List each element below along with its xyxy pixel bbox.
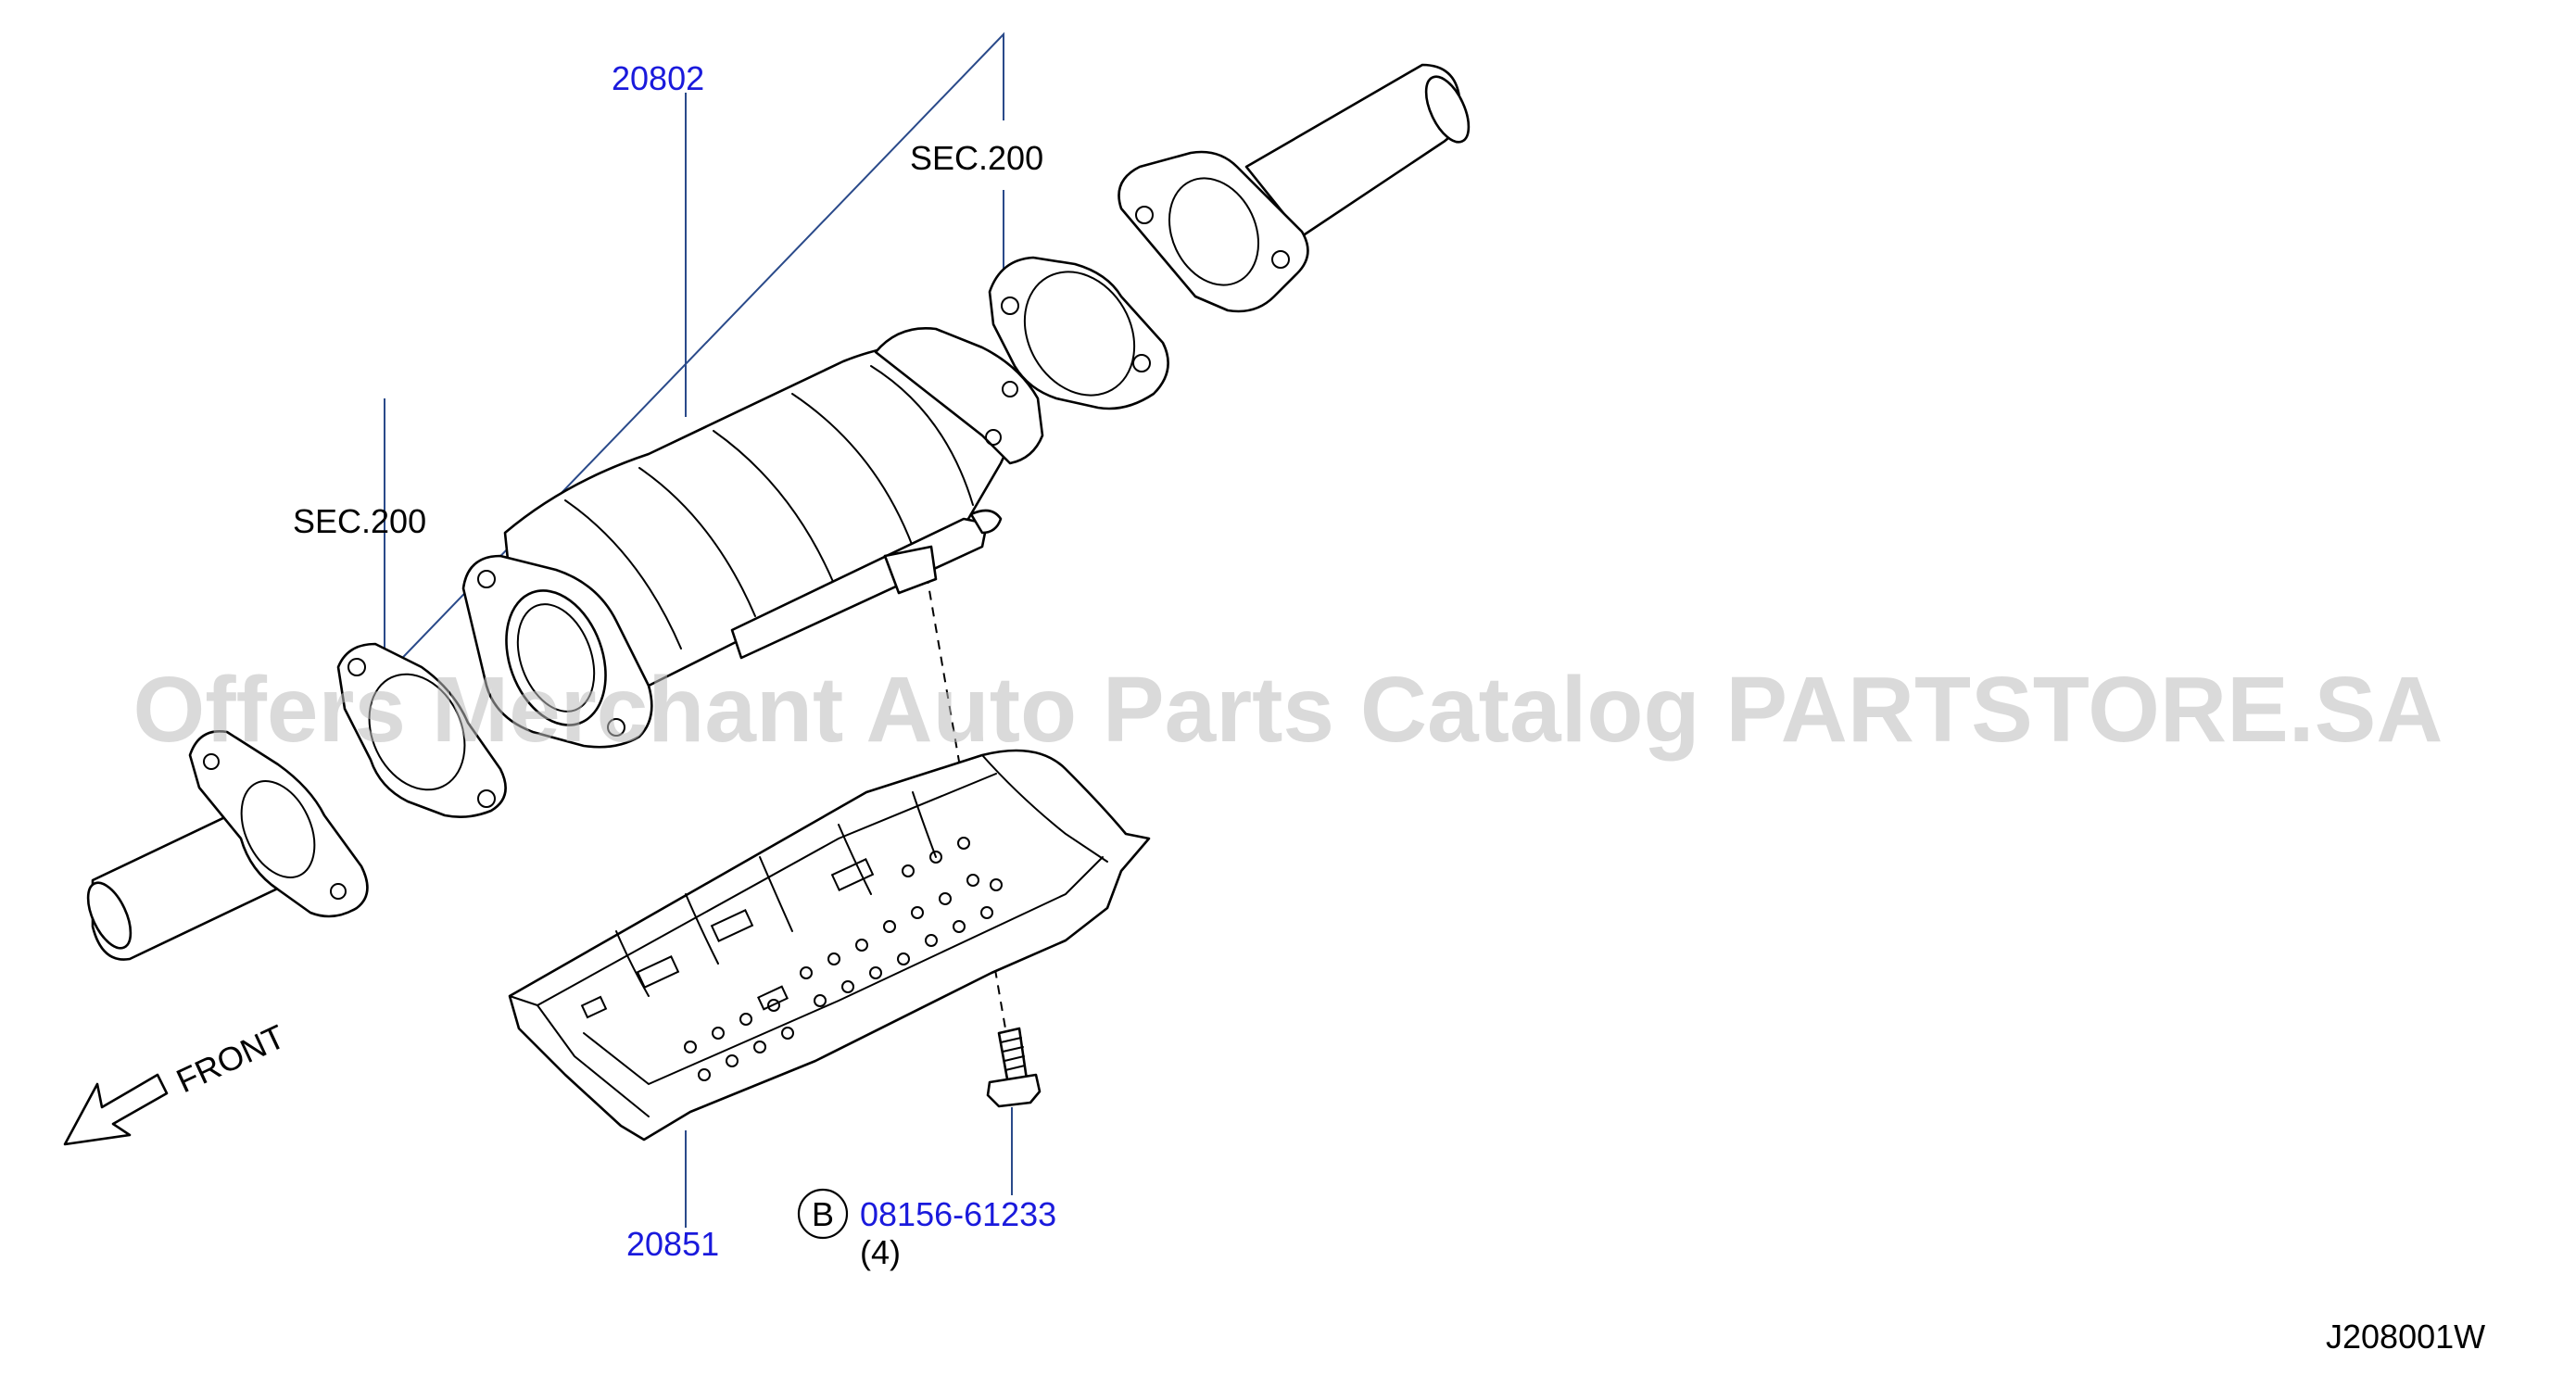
bolt-marker-circle [797, 1188, 849, 1240]
section-ref-upper[interactable]: SEC.200 [910, 139, 1043, 177]
bolt-callout: B [797, 1188, 849, 1240]
part-number-bolt[interactable]: 08156-61233 [860, 1195, 1056, 1233]
bolt-marker-letter: B [812, 1195, 834, 1233]
part-number-catalytic-converter[interactable]: 20802 [612, 59, 704, 97]
diagram-code: J208001W [2326, 1318, 2485, 1356]
front-arrow-icon [63, 1073, 169, 1146]
lower-gasket[interactable] [336, 642, 507, 818]
section-ref-lower[interactable]: SEC.200 [293, 502, 426, 540]
part-number-heat-insulator[interactable]: 20851 [626, 1225, 719, 1263]
watermark: Offers Merchant Auto Parts Catalog PARTS… [133, 658, 2443, 762]
front-pipe[interactable] [80, 729, 369, 961]
insulator-perforations [684, 837, 1003, 1081]
heat-insulator[interactable] [508, 749, 1151, 1142]
front-label: FRONT [170, 1017, 291, 1101]
catalytic-converter[interactable] [461, 327, 1044, 749]
bolt[interactable] [986, 1027, 1042, 1108]
rear-pipe[interactable] [1118, 63, 1478, 313]
bolt-quantity: (4) [860, 1233, 901, 1271]
upper-gasket[interactable] [988, 252, 1169, 415]
